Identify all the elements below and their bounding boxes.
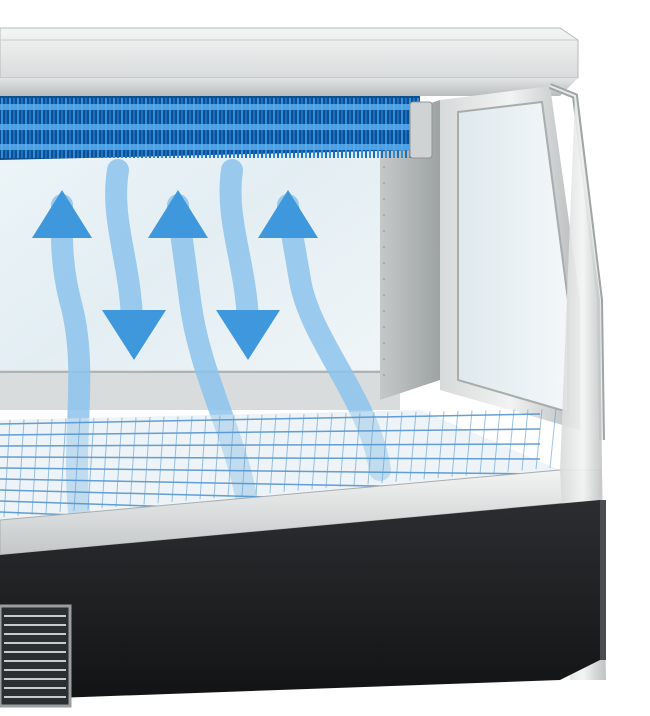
shelf-wire — [381, 412, 389, 484]
shelf-wire — [0, 443, 541, 447]
shelf-wire — [157, 416, 165, 504]
airflow-down-arrow — [219, 159, 259, 331]
shelf-wire — [353, 412, 361, 486]
evaporator-coil — [0, 96, 433, 160]
arrow-head-down — [102, 310, 166, 360]
shelf-wire — [549, 408, 557, 469]
shelf-wire — [437, 411, 445, 479]
arrow-head-up — [32, 190, 92, 238]
shelf-wire — [269, 414, 277, 494]
shelf-wire — [185, 416, 193, 501]
shelf-wire — [521, 409, 529, 471]
arrow-head-up — [148, 190, 208, 238]
shelf-wire — [465, 410, 473, 476]
shelf-wire — [115, 417, 123, 508]
shelf-wire — [101, 417, 109, 509]
shelf-wire — [283, 414, 291, 492]
shelf-wire — [367, 412, 375, 485]
shelf-wire — [325, 413, 333, 489]
shelf-wire — [451, 410, 459, 477]
shelf-wire — [507, 409, 515, 472]
shelf-wire — [3, 419, 11, 518]
shelf-wire — [535, 409, 543, 470]
airflow-down-arrow — [105, 159, 143, 331]
louvered-vent — [0, 604, 72, 708]
shelf-wire — [87, 418, 95, 510]
shelf-wire — [199, 415, 207, 500]
arrow-head-up — [258, 190, 318, 238]
shelf-wire — [423, 411, 431, 480]
shelf-wire — [227, 415, 235, 497]
shelf-wire — [31, 419, 39, 515]
shelf-wire — [339, 413, 347, 487]
shelf-wire — [129, 417, 137, 506]
shelf-wire — [59, 418, 67, 513]
shelf-wire — [409, 411, 417, 481]
shelf-wire — [0, 467, 541, 475]
shelf-wire — [213, 415, 221, 499]
shelf-wire — [0, 456, 541, 460]
shelf-wire — [73, 418, 81, 511]
shelf-wire — [395, 411, 403, 482]
shelf-wire — [0, 413, 541, 425]
shelf-wire — [0, 428, 541, 436]
shelf-wire — [143, 416, 151, 505]
canopy — [0, 27, 579, 96]
shelf-wire — [255, 414, 263, 495]
shelf-wire — [479, 410, 487, 475]
shelf-wire — [297, 413, 305, 491]
inner-side-wall — [380, 100, 440, 400]
shelf-wire — [311, 413, 319, 490]
shelf-wire — [171, 416, 179, 503]
arrow-head-down — [216, 310, 280, 360]
base-cabinet — [0, 500, 606, 700]
shelf-wire — [493, 409, 501, 474]
shelf-wire — [17, 419, 25, 516]
shelf-wire — [241, 415, 249, 496]
side-glass-panel — [440, 86, 580, 430]
shelf-wire — [45, 418, 53, 514]
